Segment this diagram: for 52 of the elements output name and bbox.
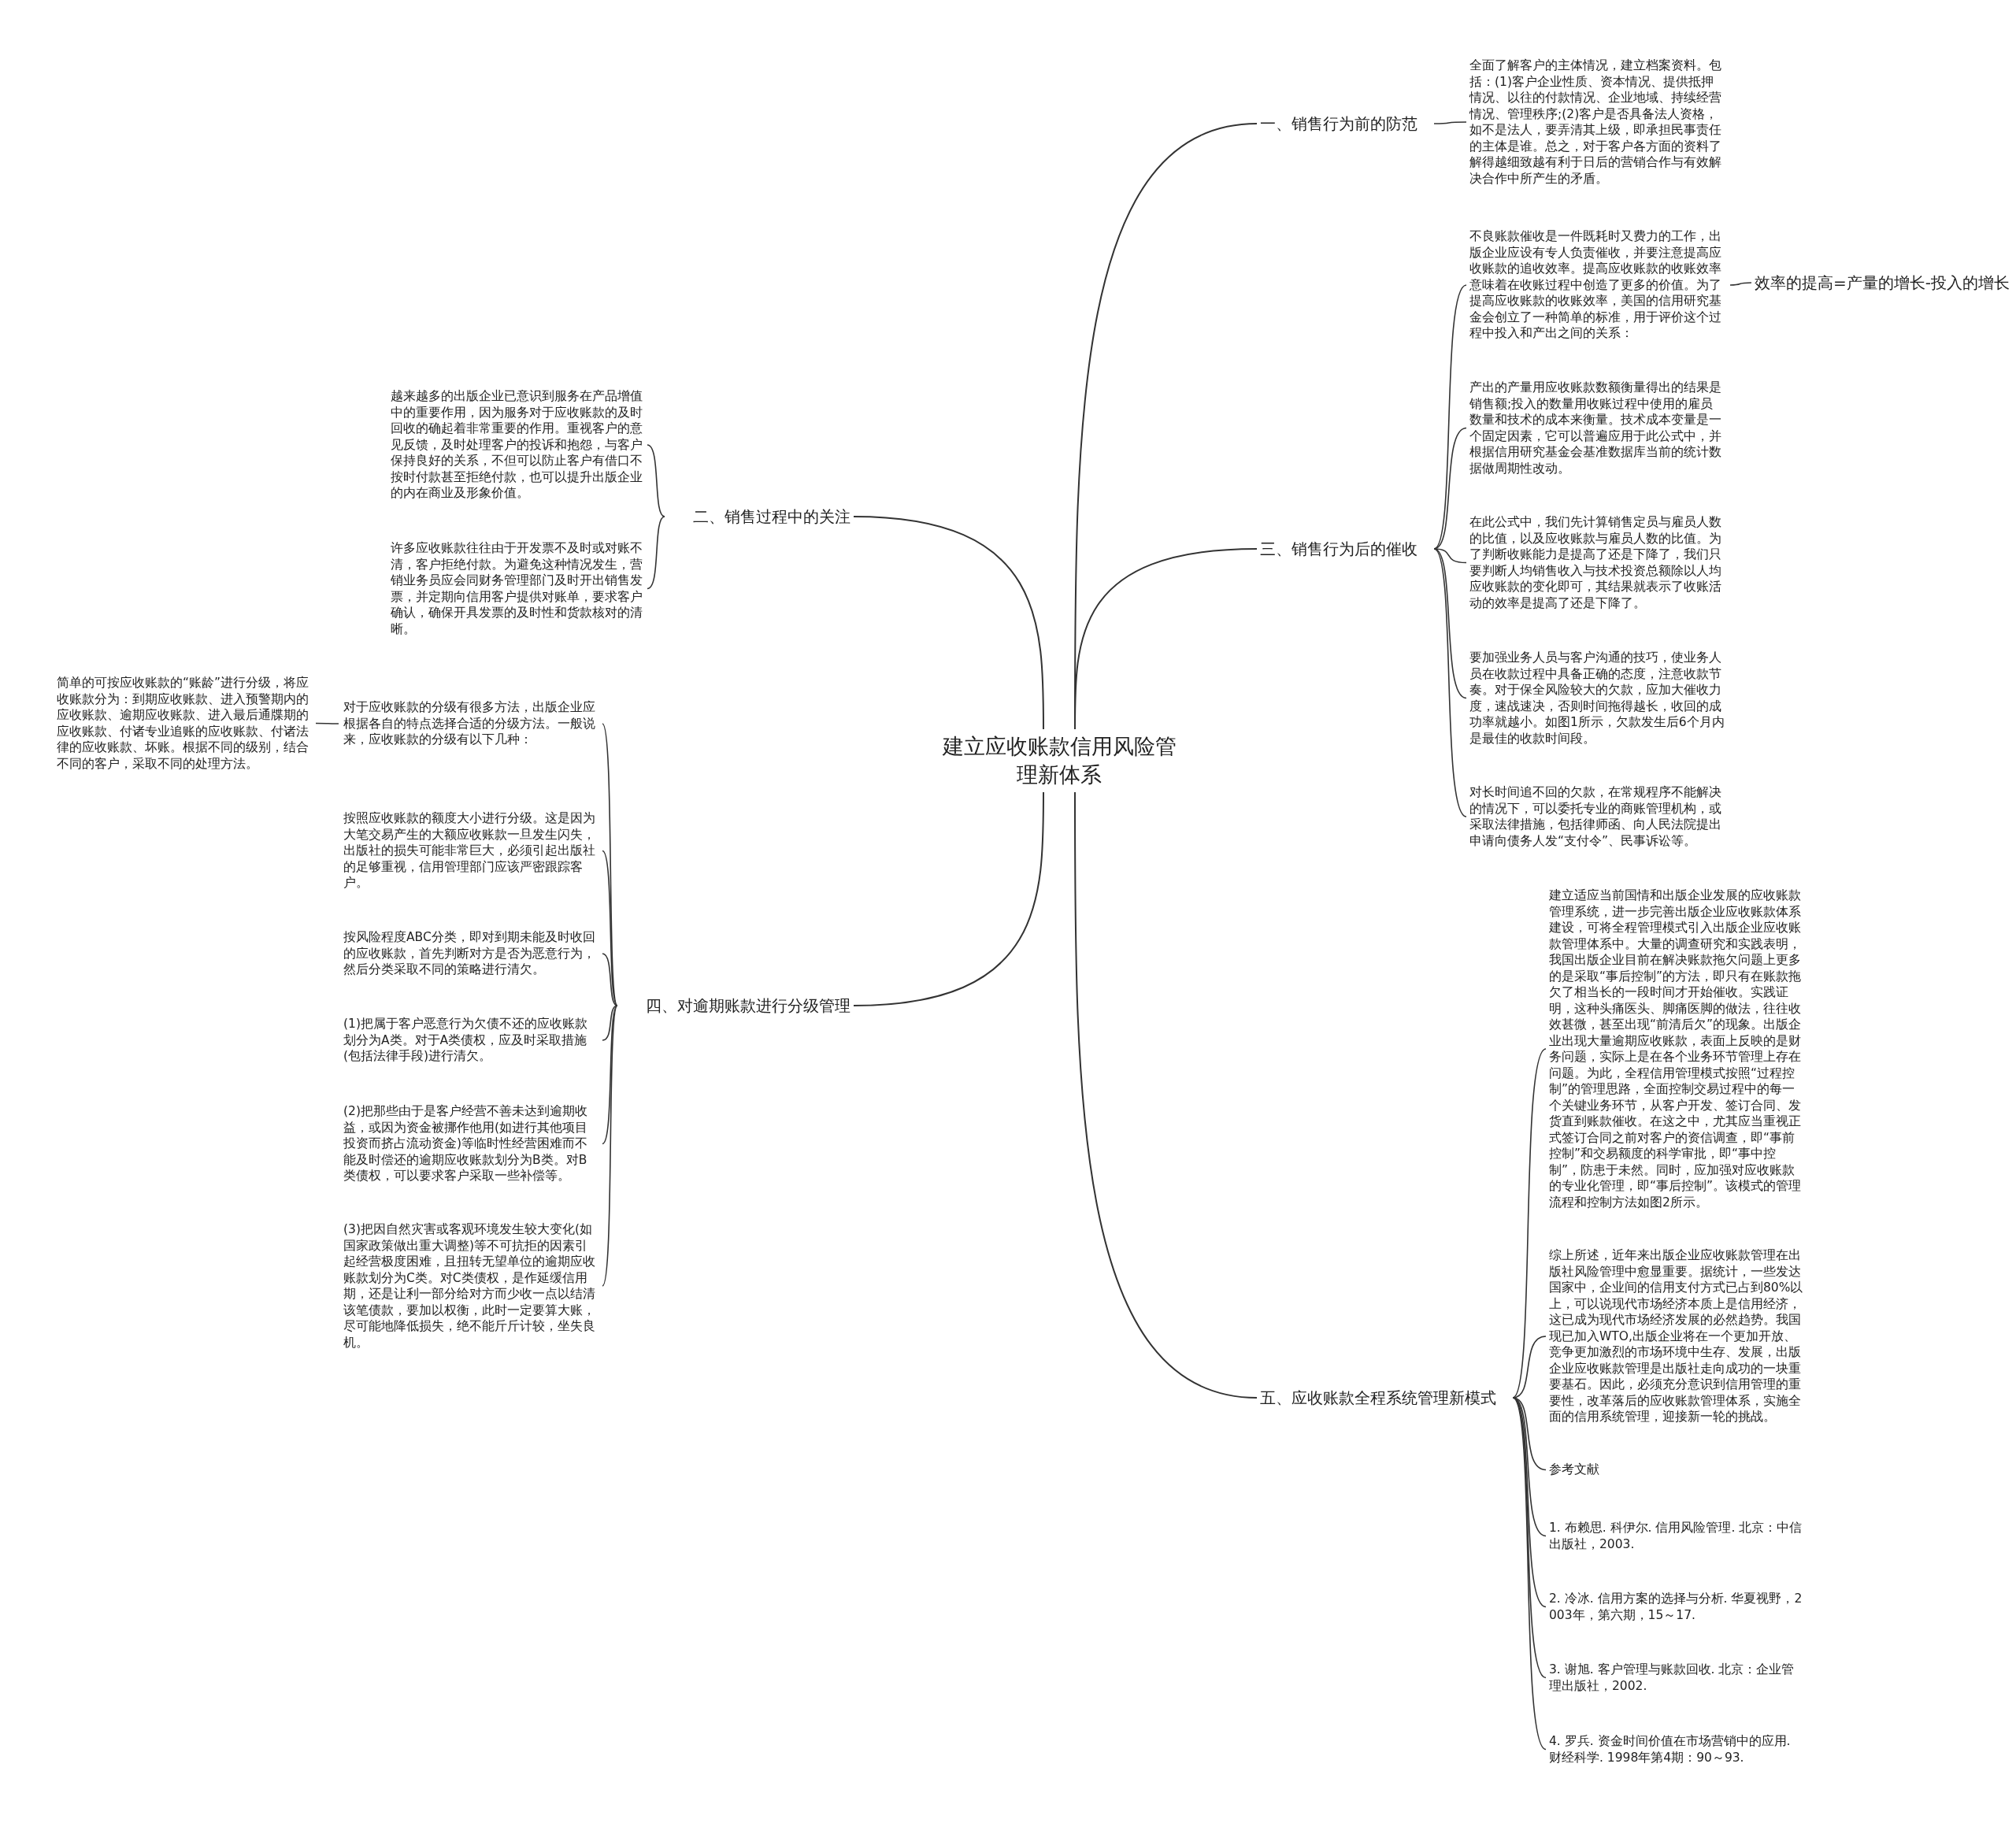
note-text: 对长时间追不回的欠款，在常规程序不能解决的情况下，可以委托专业的商账管理机构，或采取法律措施，包括律师函、向人民法院提出申请向债务人发“支付令”、民事诉讼等。 bbox=[1469, 785, 1721, 848]
note-text: 3. 谢旭. 客户管理与账款回收. 北京：企业管理出版社，2002. bbox=[1549, 1662, 1795, 1693]
note-text: 简单的可按应收账款的“账龄”进行分级，将应收账款分为：到期应收账款、进入预警期内的应收账款、逾期应收账款、进入最后通牒期的应收账款、付诸专业追账的应收账款、付诸法律的应收账款、坏账。根据不同的级别，结合不同的客户，采取不同的处理方法。 bbox=[57, 676, 309, 771]
connector bbox=[602, 723, 618, 1006]
connector bbox=[1433, 548, 1467, 564]
connector bbox=[1433, 121, 1467, 124]
connector bbox=[602, 850, 618, 1006]
note-text: 综上所述，近年来出版企业应收账款管理在出版社风险管理中愈显重要。据统计，一些发达国家中，企业间的信用支付方式已占到80%以上，可以说现代市场经济本质上是信用经济，这已成为现代市场经济发展的必然趋势。我国现已加入WTO,出版企业将在一个更加开放、竞争更加激烈的市场环境中生存、发展，出版企业应收账款管理是出版社走向成功的一块重要基石。因此，必须充分意识到信用管理的重要性，改革落后的应收账款管理体系，实施全面的信用系统管理，迎接新一轮的挑战。 bbox=[1549, 1248, 1803, 1424]
note-text: 1. 布赖思. 科伊尔. 信用风险管理. 北京：中信出版社，2003. bbox=[1549, 1521, 1803, 1551]
note-text: 越来越多的出版企业已意识到服务在产品增值中的重要作用，因为服务对于应收账款的及时回收的确起着非常重要的作用。重视客户的意见反馈，及时处理客户的投诉和抱怨，与客户保持良好的关系，不但可以防止客户有借口不按时付款甚至拒绝付款，也可以提升出版企业的内在商业及形象价值。 bbox=[391, 389, 643, 500]
connector bbox=[853, 516, 1044, 730]
note-text: 按风险程度ABC分类，即对到期未能及时收回的应收账款，首先判断对方是否为恶意行为，然后分类采取不同的策略进行清欠。 bbox=[343, 930, 595, 976]
branch-topic: 五、应收账款全程系统管理新模式 bbox=[1260, 1388, 1496, 1407]
connector bbox=[1074, 548, 1258, 730]
connector bbox=[1433, 548, 1467, 699]
central-topic: 建立应收账款信用风险管理新体系 bbox=[942, 734, 1177, 787]
connector bbox=[1512, 1397, 1547, 1471]
branch-topic: 三、销售行为后的催收 bbox=[1260, 539, 1418, 558]
connector bbox=[647, 444, 665, 517]
branch-topic: 四、对逾期账款进行分级管理 bbox=[646, 996, 850, 1015]
connector bbox=[315, 722, 339, 724]
connector bbox=[1512, 1397, 1547, 1608]
connector bbox=[1512, 1397, 1547, 1751]
note-text: (3)把因自然灾害或客观环境发生较大变化(如国家政策做出重大调整)等不可抗拒的因素引起经营极度困难，且扭转无望单位的逾期应收账款划分为C类。对C类债权，是作延缓信用期，还是让利一部分给对方而少收一点以结清该笔债款，要加以权衡，此时一定要算大账，尽可能地降低损失，绝不能斤斤计较，坐失良机。 bbox=[343, 1222, 595, 1350]
note-text: 不良账款催收是一件既耗时又费力的工作，出版企业应设有专人负责催收，并要注意提高应收账款的追收效率。提高应收账款的收账效率意味着在收账过程中创造了更多的价值。为了提高应收账款的收账效率，美国的信用研究基金会创立了一种简单的标准，用于评价这个过程中投入和产出之间的关系： bbox=[1469, 229, 1721, 340]
connector bbox=[853, 791, 1044, 1006]
connector bbox=[1074, 791, 1258, 1399]
connector bbox=[602, 953, 618, 1006]
note-text: 产出的产量用应收账款数额衡量得出的结果是销售额;投入的数量用收账过程中使用的雇员数量和技术的成本来衡量。技术成本变量是一个固定因素，它可以普遍应用于此公式中，并根据信用研究基金会基准数据库当前的统计数据做周期性改动。 bbox=[1469, 380, 1721, 476]
note-text: 全面了解客户的主体情况，建立档案资料。包括：(1)客户企业性质、资本情况、提供抵押情况、以往的付款情况、企业地域、持续经营情况、管理秩序;(2)客户是否具备法人资格，如不是法人，要弄清其上级，即承担民事责任的主体是谁。总之，对于客户各方面的资料了解得越细致越有利于日后的营销合作与有效解决合作中所产生的矛盾。 bbox=[1469, 58, 1721, 186]
note-text: 按照应收账款的额度大小进行分级。这是因为大笔交易产生的大额应收账款一旦发生闪失，出版社的损失可能非常巨大，必须引起出版社的足够重视，信用管理部门应该严密跟踪客户。 bbox=[343, 811, 595, 890]
connector bbox=[602, 1005, 618, 1145]
note-text: 2. 冷冰. 信用方案的选择与分析. 华夏视野，2003年，第六期，15～17. bbox=[1549, 1591, 1803, 1622]
branch-topic: 一、销售行为前的防范 bbox=[1260, 114, 1418, 133]
branch-topic: 二、销售过程中的关注 bbox=[693, 507, 850, 526]
note-text: 许多应收账款往往由于开发票不及时或对账不清，客户拒绝付款。为避免这种情况发生，营销业务员应会同财务管理部门及时开出销售发票，并定期向信用客户提供对账单，要求客户确认，确保开具发票的及时性和货款核对的清晰。 bbox=[391, 541, 643, 636]
connector bbox=[1729, 282, 1752, 286]
connector bbox=[1433, 548, 1467, 817]
note-text: 参考文献 bbox=[1549, 1462, 1599, 1477]
connector bbox=[647, 516, 665, 590]
branch-topic: 效率的提高=产量的增长-投入的增长 bbox=[1755, 273, 2010, 292]
connector bbox=[1512, 1048, 1547, 1399]
note-text: (2)把那些由于是客户经营不善未达到逾期收益，或因为资金被挪作他用(如进行其他项目投资而挤占流动资金)等临时性经营困难而不能及时偿还的逾期应收账款划分为B类。对B类债权，可以要求客户采取一些补偿等。 bbox=[343, 1104, 588, 1183]
connector bbox=[602, 1005, 618, 1287]
note-text: (1)把属于客户恶意行为欠债不还的应收账款划分为A类。对于A类债权，应及时采取措施(包括法律手段)进行清欠。 bbox=[343, 1017, 587, 1063]
note-text: 要加强业务人员与客户沟通的技巧，使业务人员在收款过程中具备正确的态度，注意收款节奏。对于保全风险较大的欠款，应加大催收力度，速战速决，否则时间拖得越长，收回的成功率就越小。如图1所示，欠款发生后6个月内是最佳的收款时间段。 bbox=[1469, 650, 1725, 746]
connector bbox=[1433, 284, 1467, 550]
note-text: 4. 罗兵. 资金时间价值在市场营销中的应用. 财经科学. 1998年第4期：90～93. bbox=[1549, 1734, 1791, 1765]
note-text: 在此公式中，我们先计算销售定员与雇员人数的比值，以及应收账款与雇员人数的比值。为了判断收账能力是提高了还是下降了，我们只要判断人均销售收入与技术投资总额除以人均应收账款的变化即可，其结果就表示了收账活动的效率是提高了还是下降了。 bbox=[1469, 515, 1721, 610]
note-text: 对于应收账款的分级有很多方法，出版企业应根据各自的特点选择合适的分级方法。一般说来，应收账款的分级有以下几种： bbox=[343, 700, 595, 747]
note-text: 建立适应当前国情和出版企业发展的应收账款管理系统，进一步完善出版企业应收账款体系建设，可将全程管理模式引入出版企业应收账款管理体系中。大量的调查研究和实践表明，我国出版企业目前在解决账款拖欠问题上更多的是采取“事后控制”的方法，即只有在账款拖欠了相当长的一段时间才开始催收。实践证明，这种头痛医头、脚痛医脚的做法，往往收效甚微，甚至出现“前清后欠”的现象。出版企业出现大量逾期应收账款，表面上反映的是财务问题，实际上是在各个业务环节管理上存在问题。为此，全程信用管理模式按照“过程控制”的管理思路，全面控制交易过程中的每一个关键业务环节，从客户开发、签订合同、发货直到账款催收。在这之中，尤其应当重视正式签订合同之前对客户的资信调查，即“事前控制”和交易额度的科学审批，即“事中控制”，防患于未然。同时，应加强对应收账款的专业化管理，即“事后控制”。该模式的管理流程和控制方法如图2所示。 bbox=[1549, 888, 1802, 1210]
connector bbox=[602, 1005, 618, 1041]
